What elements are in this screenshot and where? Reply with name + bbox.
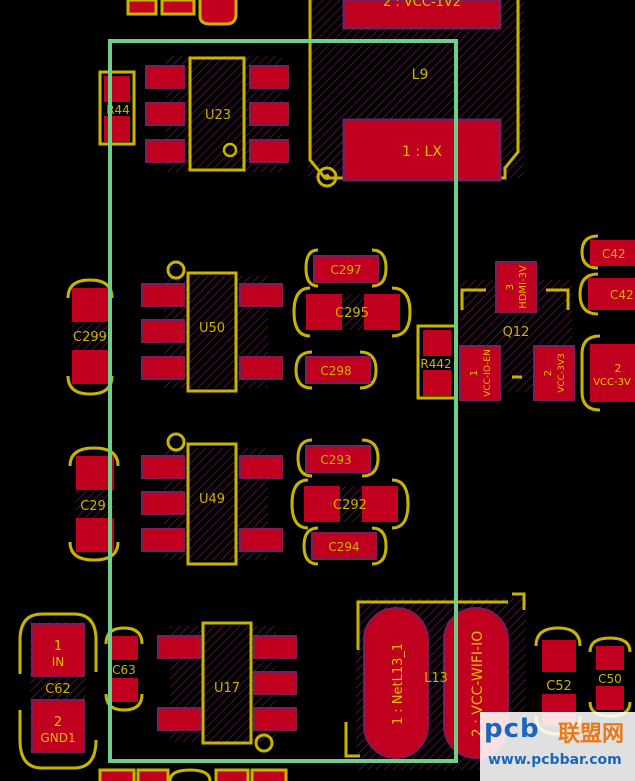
capacitor-c50[interactable]: C50 <box>588 636 632 718</box>
selection-rectangle[interactable] <box>108 39 458 763</box>
pad-net-label: VCC-3V <box>593 377 631 388</box>
bottom-partial-footprint <box>98 768 288 781</box>
component-designator: C63 <box>112 663 136 677</box>
pad-label: 2 <box>543 370 554 376</box>
capacitor-c294[interactable]: C294 <box>302 526 388 566</box>
watermark-name: 联盟网 <box>558 722 625 747</box>
component-designator: C292 <box>333 498 367 513</box>
component-designator: C29 <box>80 499 106 514</box>
pad-label: 2 : VCC-WIFI-IO <box>470 631 486 738</box>
component-designator: C50 <box>598 672 622 686</box>
pad-net-label: VCC-IO-EN <box>483 349 493 397</box>
resistor-r442[interactable]: R442 <box>416 324 458 400</box>
inductor-l9[interactable]: 2 : VCC-1V2 1 : LX L9 <box>308 0 524 188</box>
pad-label: 1 <box>469 370 480 376</box>
component-designator: C294 <box>328 540 359 554</box>
component-designator: R44 <box>106 103 130 117</box>
watermark-logo: pcb <box>484 714 540 744</box>
capacitor-c29[interactable]: C29 <box>68 446 120 562</box>
component-designator: C295 <box>335 306 369 321</box>
pad-net-label: HDMI-3V <box>518 265 529 309</box>
resistor-r44[interactable]: R44 <box>98 70 136 146</box>
component-designator: C52 <box>546 679 572 694</box>
capacitor-c299[interactable]: C299 <box>66 278 114 396</box>
capacitor-c298[interactable]: C298 <box>294 350 378 390</box>
pad-label: 1 <box>54 639 62 654</box>
capacitor-c62[interactable]: 1 IN C62 2 GND1 <box>18 612 98 770</box>
capacitor-c297[interactable]: C297 <box>304 248 388 288</box>
watermark-url: www.pcbbar.com <box>488 752 622 768</box>
watermark: pcb 联盟网 www.pcbbar.com <box>480 712 635 781</box>
capacitor-c293[interactable]: C293 <box>296 438 380 478</box>
pad-label: 2 <box>54 715 62 730</box>
capacitor-c42-upper[interactable]: C42 <box>580 234 635 270</box>
capacitor-c292[interactable]: C292 <box>290 478 410 530</box>
component-designator: C299 <box>73 330 107 345</box>
component-designator: U50 <box>199 321 225 336</box>
ic-u23[interactable]: U23 <box>145 56 289 172</box>
ic-u17[interactable]: U17 <box>157 621 297 753</box>
capacitor-c63[interactable]: C63 <box>104 626 144 712</box>
pad-net-label: VCC-3V3 <box>557 353 567 393</box>
capacitor-c42-lower[interactable]: C42 <box>578 272 635 316</box>
pad-label: 1 : NetL13_1 <box>391 643 406 725</box>
component-designator: L13 <box>424 671 448 686</box>
pad-label: 2 <box>615 362 622 375</box>
component-designator: C298 <box>320 364 351 378</box>
component-designator: U17 <box>214 681 240 696</box>
component-designator: U49 <box>199 492 225 507</box>
pad-net-label: GND1 <box>40 731 75 745</box>
component-designator: C293 <box>320 453 351 467</box>
component-designator: R442 <box>420 357 451 371</box>
component-designator: U23 <box>205 108 231 123</box>
pad-label: 3 <box>505 284 516 290</box>
pad-label: 2 : VCC-1V2 <box>383 0 461 10</box>
component-designator: C62 <box>45 682 71 697</box>
component-designator: C297 <box>330 263 361 277</box>
pad-net-label: IN <box>52 655 65 669</box>
component-designator: Q12 <box>503 325 530 340</box>
pad-label: 1 : LX <box>402 144 442 160</box>
top-partial-footprint <box>126 0 238 26</box>
capacitor-c295[interactable]: C295 <box>292 286 412 338</box>
ic-u49[interactable]: U49 <box>141 432 283 566</box>
ic-u50[interactable]: U50 <box>141 260 283 393</box>
pad-vcc-3v[interactable]: 2 VCC-3V <box>580 334 635 412</box>
transistor-q12[interactable]: 3 HDMI-3V 1 VCC-IO-EN 2 VCC-3V3 Q12 <box>459 261 575 401</box>
component-designator: C42 <box>602 247 626 261</box>
component-designator: L9 <box>412 67 429 83</box>
component-designator: C42 <box>610 288 634 302</box>
